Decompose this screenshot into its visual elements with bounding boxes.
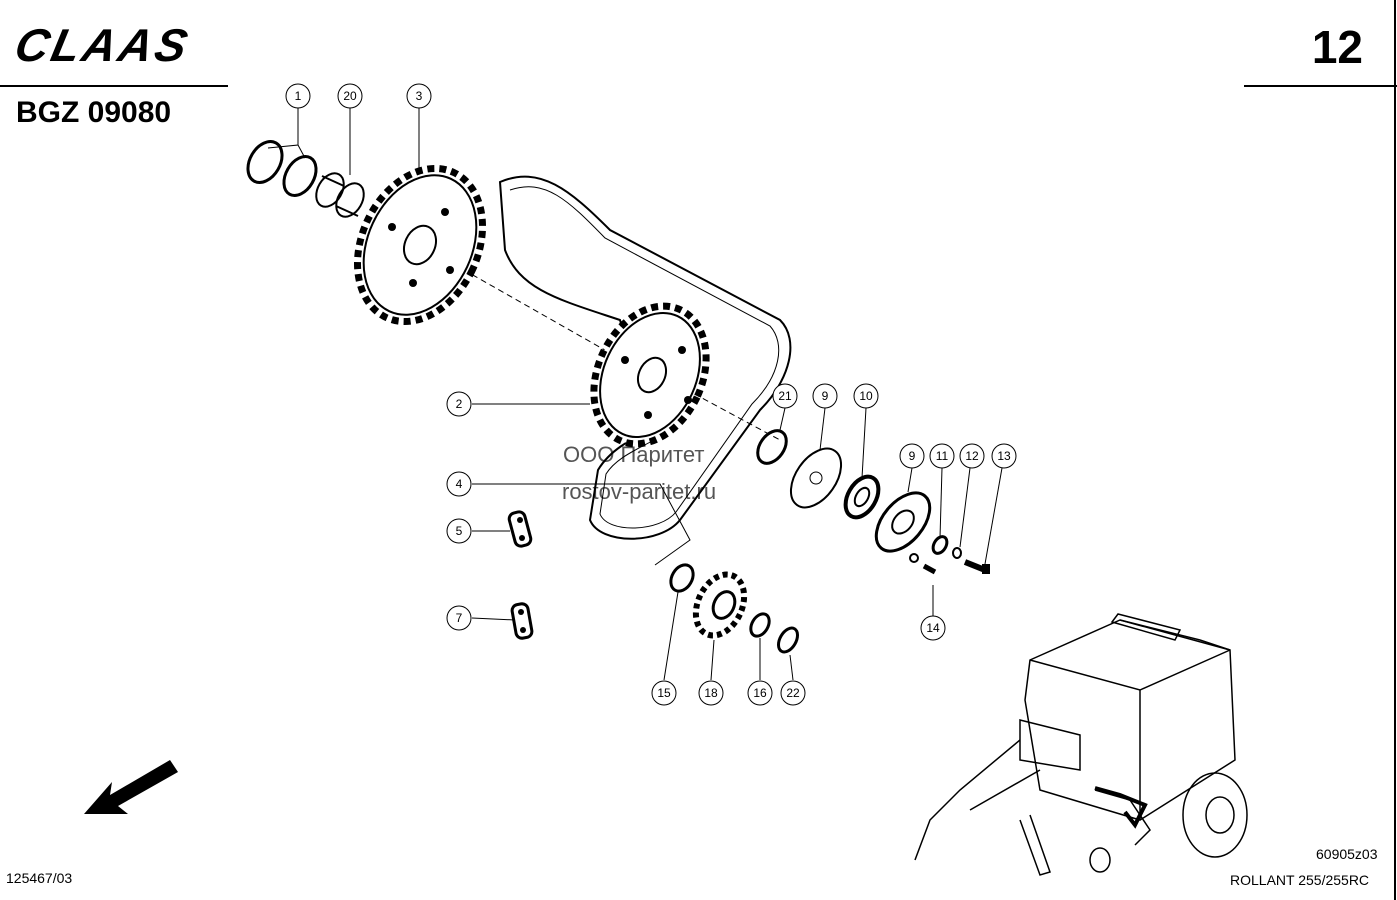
- callout: 21: [772, 383, 798, 409]
- part-bolt-14: [909, 553, 937, 575]
- callout-label: 9: [909, 449, 916, 463]
- part-bearing: [843, 474, 881, 520]
- part-rings: [246, 140, 318, 197]
- part-connecting-link-5: [507, 510, 533, 548]
- callout-label: 5: [456, 524, 463, 538]
- callout: 18: [698, 680, 724, 706]
- part-ring-22: [777, 626, 799, 654]
- callout-label: 7: [456, 611, 463, 625]
- callout-label: 13: [997, 449, 1011, 463]
- part-ring-16: [749, 612, 771, 638]
- callout-label: 14: [926, 621, 940, 635]
- watermark-company: ООО Паритет: [563, 442, 705, 467]
- callout-label: 1: [295, 89, 302, 103]
- part-large-sprocket-lower: [590, 302, 710, 448]
- direction-arrow-icon: [84, 760, 178, 814]
- callout-label: 2: [456, 397, 463, 411]
- chain-location-highlight: [1094, 786, 1148, 829]
- part-connecting-link-7: [510, 602, 534, 640]
- baler-illustration: [914, 613, 1248, 876]
- callout: 13: [991, 443, 1017, 469]
- part-ring-15: [669, 563, 695, 593]
- part-bushing: [315, 172, 365, 218]
- callout: 10: [853, 383, 879, 409]
- callout-label: 16: [753, 686, 767, 700]
- callout: 11: [929, 443, 955, 469]
- part-flange-left: [789, 447, 843, 509]
- part-large-sprocket-upper: [354, 164, 486, 326]
- figure-reference: 60905z03: [1316, 846, 1378, 862]
- part-washer-11: [931, 535, 949, 555]
- callout: 3: [406, 83, 432, 109]
- callout: 16: [747, 680, 773, 706]
- callout: 1: [285, 83, 311, 109]
- part-ring-21: [756, 429, 788, 465]
- callout: 20: [337, 83, 363, 109]
- callout: 22: [780, 680, 806, 706]
- callout-label: 21: [778, 389, 792, 403]
- callout: 9: [812, 383, 838, 409]
- document-number: 125467/03: [6, 870, 73, 886]
- callout: 15: [651, 680, 677, 706]
- callout-label: 9: [822, 389, 829, 403]
- part-small-sprocket: [692, 571, 748, 639]
- callout: 7: [446, 605, 472, 631]
- callout-label: 15: [657, 686, 671, 700]
- callout: 2: [446, 391, 472, 417]
- chain-loop: [498, 175, 792, 540]
- callout-label: 3: [416, 89, 423, 103]
- part-lock-washer-12: [952, 547, 962, 559]
- callout-label: 18: [704, 686, 718, 700]
- page-number: 12: [1311, 21, 1363, 73]
- leader-lines: [267, 108, 1003, 681]
- callout-label: 10: [859, 389, 873, 403]
- callout: 14: [920, 615, 946, 641]
- callout: 5: [446, 518, 472, 544]
- model-name: ROLLANT 255/255RC: [1230, 872, 1370, 888]
- part-bolt-13: [963, 559, 990, 574]
- callout-label: 4: [456, 477, 463, 491]
- part-flange-right: [874, 491, 932, 553]
- callout-label: 11: [936, 449, 949, 463]
- callout: 4: [446, 471, 472, 497]
- callout: 9: [899, 443, 925, 469]
- callout-label: 12: [965, 449, 979, 463]
- diagram-code: BGZ 09080: [16, 96, 172, 129]
- callout-label: 22: [786, 686, 800, 700]
- callout-label: 20: [343, 89, 357, 103]
- callout: 12: [959, 443, 985, 469]
- chain-loop-inner: [509, 186, 780, 529]
